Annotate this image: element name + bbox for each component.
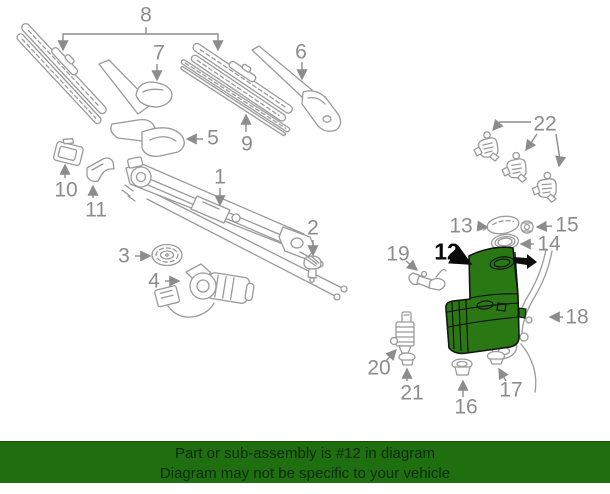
part-label-14: 14 xyxy=(537,232,561,256)
filler-spout xyxy=(513,254,537,269)
part-label-5: 5 xyxy=(207,126,219,150)
pivot-grommet-drawing xyxy=(151,243,183,267)
stud-drawing xyxy=(303,255,322,283)
diagram-line-art xyxy=(16,23,567,397)
linkage-assembly-drawing xyxy=(121,156,348,301)
part-label-9: 9 xyxy=(241,132,253,156)
washer-reservoir-drawing xyxy=(445,246,537,355)
highlight-arrow xyxy=(448,245,473,265)
part-label-1: 1 xyxy=(214,165,226,189)
banner-line1: Part or sub-assembly is #12 in diagram xyxy=(174,445,436,462)
nut-drawing xyxy=(520,220,534,234)
nozzle-cover-drawing xyxy=(52,138,84,167)
pump-grommet-drawing xyxy=(398,352,416,366)
wiper-refill-drawing xyxy=(180,59,291,137)
part-label-2: 2 xyxy=(307,216,319,240)
part-label-15: 15 xyxy=(555,213,579,237)
part-label-7: 7 xyxy=(153,41,165,65)
part-label-3: 3 xyxy=(118,244,130,268)
washer-pump-drawing xyxy=(389,311,415,354)
part-label-17: 17 xyxy=(499,378,523,402)
cap-drawing xyxy=(486,350,506,365)
part-label-6: 6 xyxy=(295,40,307,64)
highlight-banner: Part or sub-assembly is #12 in diagram D… xyxy=(0,441,610,483)
part-label-16: 16 xyxy=(454,395,478,419)
washer-nozzles-drawing xyxy=(473,131,561,204)
part-label-18: 18 xyxy=(565,305,589,329)
clip-drawing xyxy=(86,157,115,183)
wiper-blade-left-drawing xyxy=(16,23,107,125)
tank-grommet-drawing xyxy=(451,358,473,376)
part-label-10: 10 xyxy=(54,178,78,202)
part-label-19: 19 xyxy=(386,242,410,266)
wiper-arm-right-drawing xyxy=(251,45,342,132)
part-label-20: 20 xyxy=(367,356,391,380)
gasket-pad-drawing xyxy=(482,215,520,235)
hose-connector-drawing xyxy=(408,268,447,291)
banner-line2: Diagram may not be specific to your vehi… xyxy=(159,465,451,482)
arm-cap-drawing xyxy=(135,81,173,108)
wiper-arm-left-drawing xyxy=(98,59,185,157)
part-label-12-highlighted: 12 xyxy=(434,238,460,265)
part-label-13: 13 xyxy=(449,214,473,238)
part-label-21: 21 xyxy=(400,381,424,405)
wiper-blade-right-drawing xyxy=(190,42,293,122)
reservoir-body xyxy=(445,246,520,355)
part-label-4: 4 xyxy=(148,269,160,293)
part-label-8: 8 xyxy=(140,3,152,27)
wiper-motor-drawing xyxy=(154,263,255,318)
part-label-22: 22 xyxy=(533,112,557,136)
part-label-11: 11 xyxy=(85,198,107,222)
leader-arrows xyxy=(57,27,567,397)
